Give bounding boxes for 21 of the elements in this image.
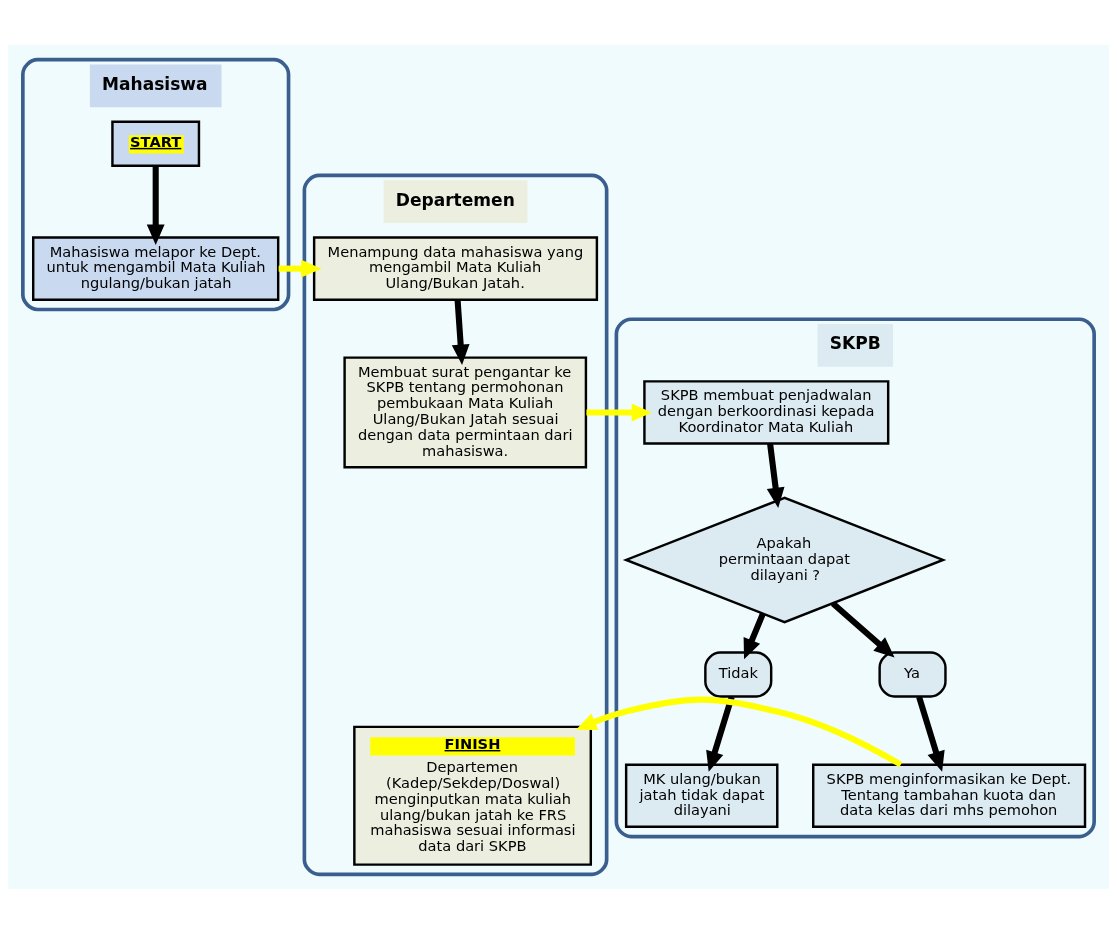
- arrow: [830, 601, 895, 658]
- node-box: SKPB menginformasikan ke Dept. Tentang tambahan kuota dan data kelas dari mhs pemohon: [812, 763, 1087, 829]
- arrow: [146, 165, 165, 245]
- arrow: [451, 299, 470, 365]
- arrow: [766, 443, 785, 509]
- node-box: Mahasiswa melapor ke Dept. untuk mengambil Mata Kuliah ngulang/bukan jatah: [32, 236, 280, 301]
- arrow: [576, 696, 903, 768]
- arrow: [586, 403, 652, 422]
- node-box: Menampung data mahasiswa yang mengambil Mata Kuliah Ulang/Bukan Jatah.: [312, 236, 599, 301]
- node-box: MK ulang/bukan jatah tidak dapat dilayani: [624, 763, 779, 829]
- arrow: [706, 696, 735, 772]
- node-box: START: [111, 120, 201, 167]
- arrow: [278, 259, 322, 278]
- node-box: SKPB membuat penjadwalan dengan berkoordinasi kepada Koordinator Mata Kuliah: [643, 380, 890, 445]
- node-diamond: Apakah permintaan dapat dilayani ?: [622, 496, 947, 624]
- arrow: [743, 612, 766, 660]
- node-box: FINISH Departemen (Kadep/Sekdep/Doswal) menginputkan mata kuliah ulang/bukan jatah ke FRS mahasiswa sesuai informasi data dari SKPB: [353, 725, 592, 866]
- arrow: [916, 696, 945, 772]
- node-box: Ya: [878, 651, 947, 698]
- node-box: Tidak: [704, 651, 773, 698]
- node-box: Membuat surat pengantar ke SKPB tentang permohonan pembukaan Mata Kuliah Ulang/Bukan Jatah sesuai dengan data permintaan dari mahasiswa.: [343, 356, 588, 469]
